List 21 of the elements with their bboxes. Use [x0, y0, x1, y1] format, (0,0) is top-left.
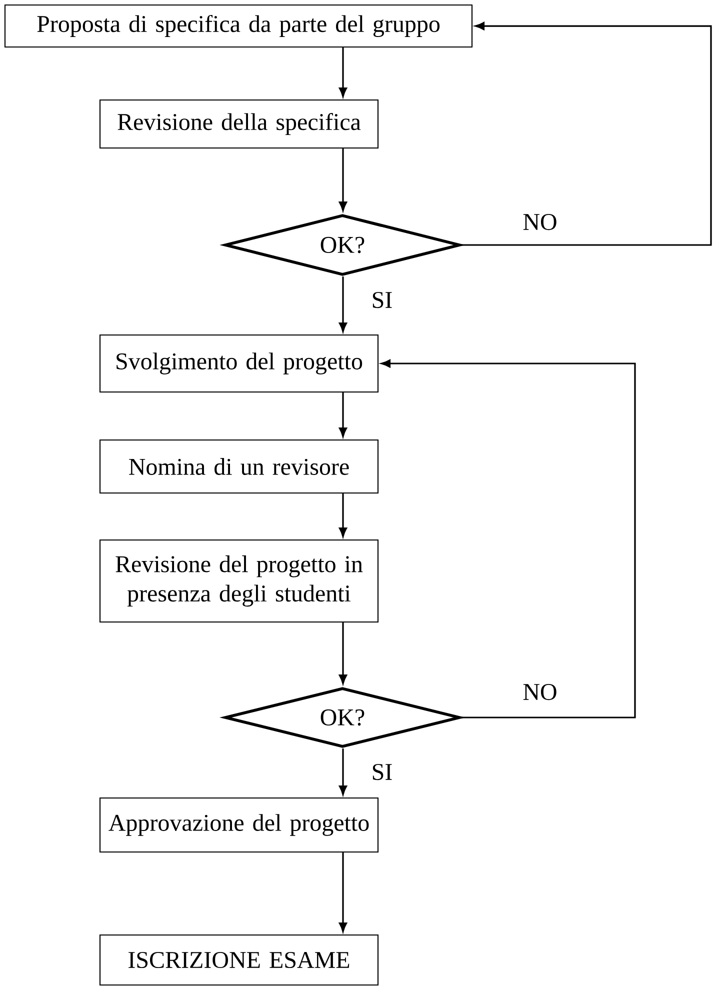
edge-label: NO [521, 682, 559, 702]
edge-label: SI [370, 290, 394, 310]
arrow [338, 622, 348, 684]
arrow [338, 276, 348, 332]
arrow [461, 22, 712, 246]
arrow [338, 494, 348, 538]
process-box: ISCRIZIONE ESAME [99, 934, 379, 986]
arrow [338, 392, 348, 438]
arrow [338, 748, 348, 796]
process-box: Revisione della specifica [99, 99, 379, 149]
arrow [338, 852, 348, 932]
process-box: Proposta di specifica da parte del gruppo [4, 4, 473, 48]
process-box: Nomina di un revisore [99, 439, 379, 494]
arrow [380, 359, 636, 718]
process-box: Svolgimento del progetto [99, 334, 379, 393]
arrow [338, 48, 348, 98]
process-box: Revisione del progetto in presenza degli studenti [99, 539, 379, 623]
arrow [338, 148, 348, 212]
edge-label: SI [370, 762, 394, 782]
edge-label: NO [521, 212, 559, 232]
process-box: Approvazione del progetto [99, 797, 379, 853]
